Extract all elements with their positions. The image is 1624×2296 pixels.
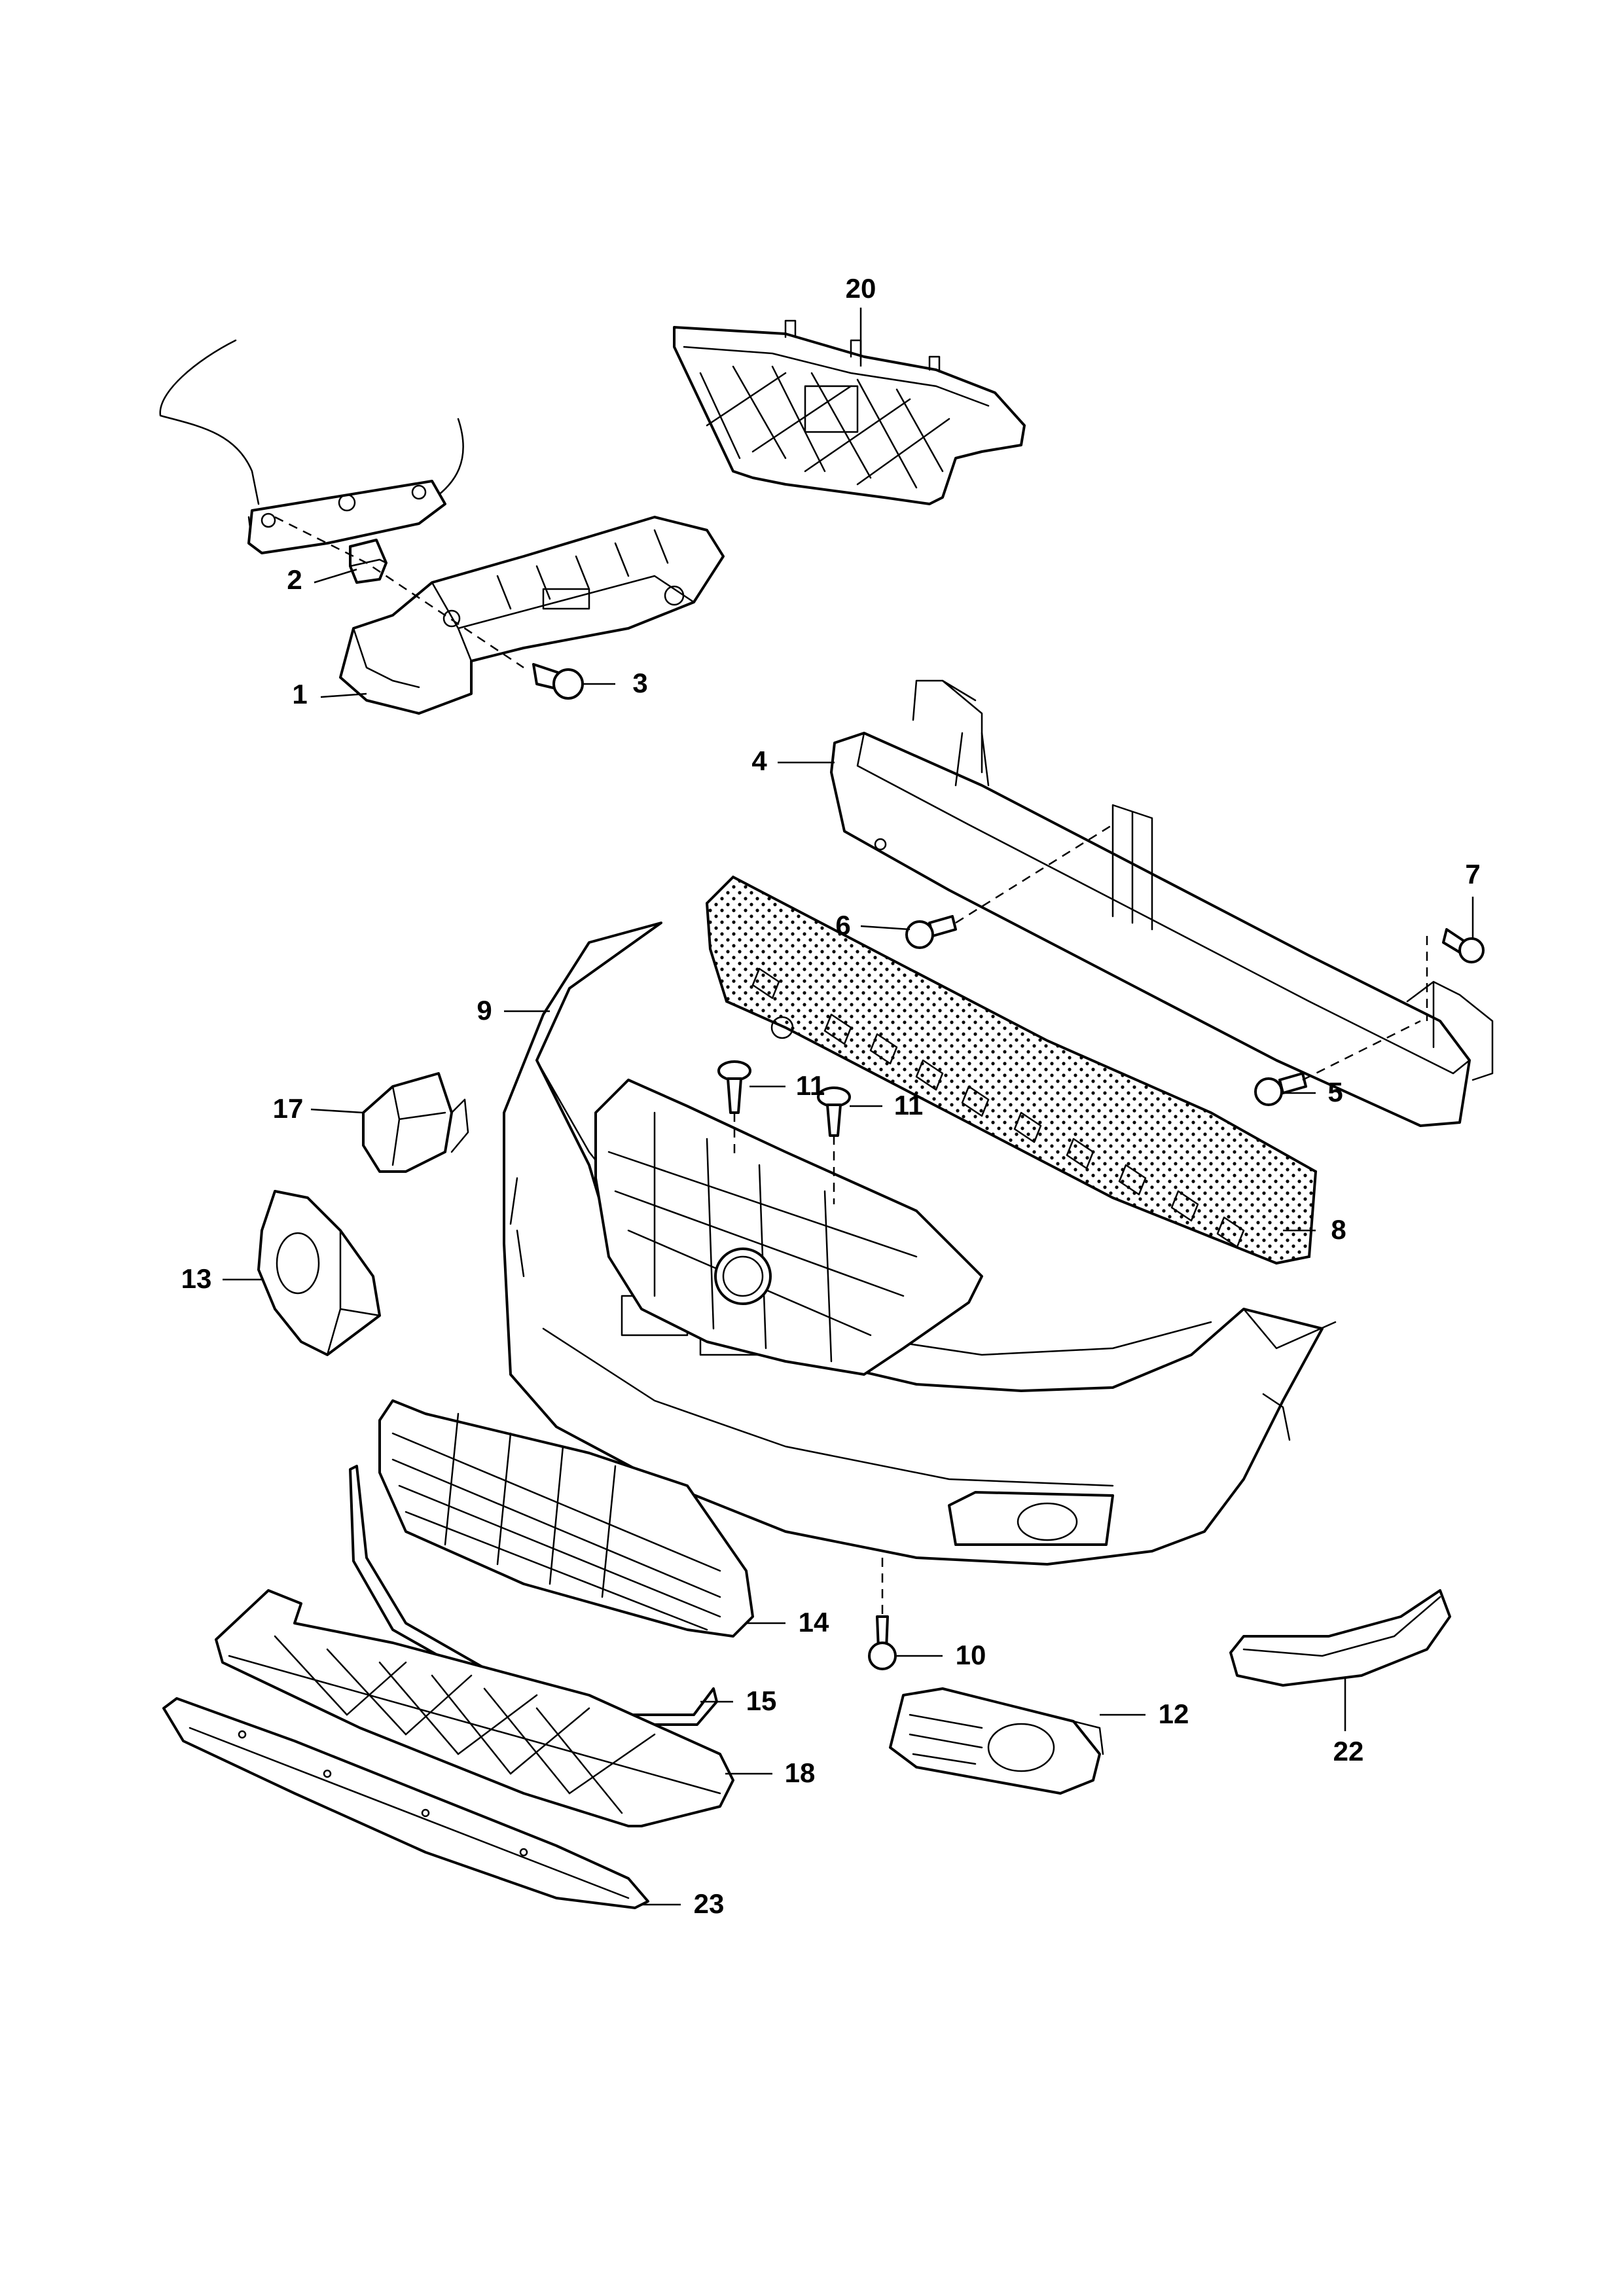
callout-18: 18 [785,1757,816,1788]
callout-8: 8 [1331,1214,1346,1245]
callout-2: 2 [287,564,302,595]
part-17-small-bracket [362,1072,469,1173]
callout-7: 7 [1465,859,1480,889]
callout-15: 15 [746,1685,777,1716]
callout-10: 10 [956,1640,986,1670]
part-8-energy-absorber [705,875,1318,1265]
part-6-screw [905,915,957,949]
callout-5: 5 [1327,1077,1343,1107]
callout-14: 14 [799,1607,829,1638]
callout-11-right: 11 [894,1090,923,1121]
callout-17: 17 [273,1093,304,1124]
callout-22: 22 [1333,1736,1364,1767]
part-10-screw [868,1615,897,1670]
part-3-screw [532,663,584,700]
callout-11-left: 11 [796,1070,825,1101]
part-1-side-bracket [339,516,725,715]
callout-labels: 20 2 1 3 4 6 7 5 8 9 11 11 17 13 14 15 1… [181,273,1481,1919]
part-15-trim-strip [349,1465,718,1726]
callout-4: 4 [751,745,767,776]
callout-20: 20 [846,273,876,304]
part-4-bumper-beam [830,679,1494,1127]
upper-grille [594,1079,983,1376]
part-13-fog-cover [257,1190,381,1356]
part-20-upper-bracket [673,319,1026,505]
part-11-screw-left [717,1060,751,1114]
callout-1: 1 [292,679,307,709]
part-11-screw-right [817,1086,851,1137]
leader-lines [223,308,1474,1906]
part-22-side-trim [1229,1589,1451,1687]
callout-3: 3 [632,668,647,698]
callout-13: 13 [181,1263,212,1294]
callout-6: 6 [835,910,850,941]
callout-9: 9 [477,995,492,1026]
part-23-spoiler [162,1697,649,1909]
part-14-lower-grille [378,1399,754,1638]
fender-outline [159,339,464,554]
part-12-fog-lamp [889,1687,1104,1795]
assembly-lines [274,516,1428,1617]
part-7-screw [1442,928,1485,963]
part-2-clip [349,539,388,584]
callout-12: 12 [1159,1698,1189,1729]
callout-23: 23 [694,1888,725,1919]
part-5-screw [1254,1072,1307,1106]
